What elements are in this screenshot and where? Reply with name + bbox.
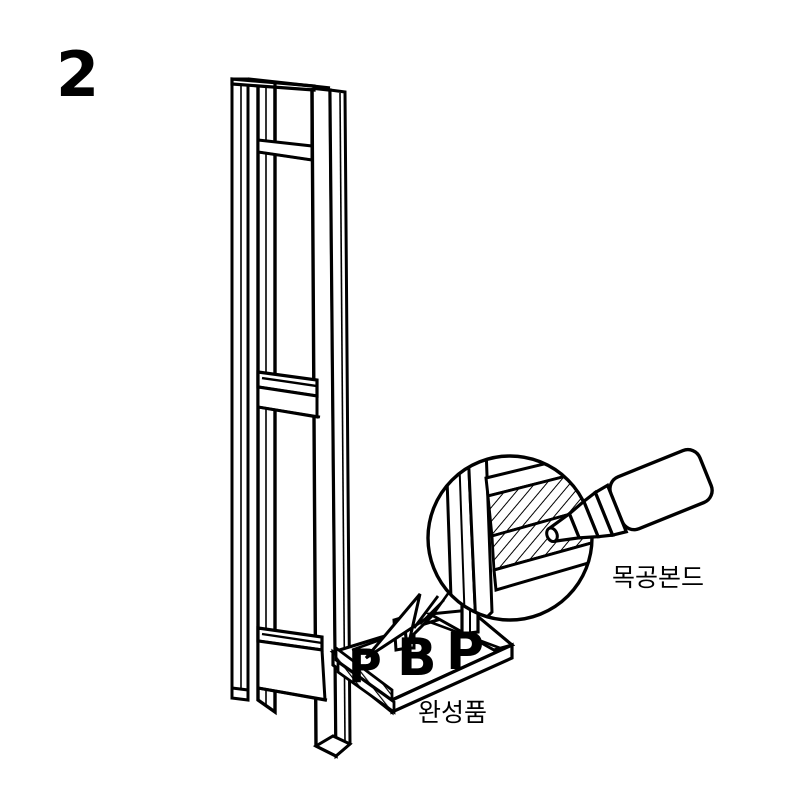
magnifier-board-edge xyxy=(458,456,466,620)
base-inner-ledge xyxy=(351,620,501,652)
glue-bead-hatch xyxy=(334,645,396,715)
frame-stile-right xyxy=(310,86,352,760)
magnifier-stem xyxy=(412,595,440,629)
magnifier-board-side xyxy=(466,456,494,620)
magnifier-rail-bottom xyxy=(492,532,592,592)
frame-foot-right xyxy=(312,734,353,758)
frame-rail-lower xyxy=(256,626,328,702)
part-letter-p-right: P xyxy=(446,622,485,682)
vertical-frame xyxy=(230,77,353,760)
step-number: 2 xyxy=(56,38,99,111)
finished-product-label: 완성품 xyxy=(418,698,488,727)
frame-rail-upper xyxy=(256,138,314,162)
part-letter-p-left: P xyxy=(348,639,382,693)
part-letter-b: B xyxy=(397,628,437,688)
glue-label: 목공본드 xyxy=(612,563,705,592)
frame-foot-left xyxy=(230,686,250,702)
frame-rail-top xyxy=(230,77,331,92)
frame-stile-back-left xyxy=(230,77,250,700)
frame-rail-middle xyxy=(256,370,321,419)
glue-bottle-tip-opening xyxy=(545,526,559,544)
frame-stile-right-edge xyxy=(339,92,346,743)
glue-bottle-icon xyxy=(545,447,714,544)
callout-arrow-icon xyxy=(364,593,438,660)
